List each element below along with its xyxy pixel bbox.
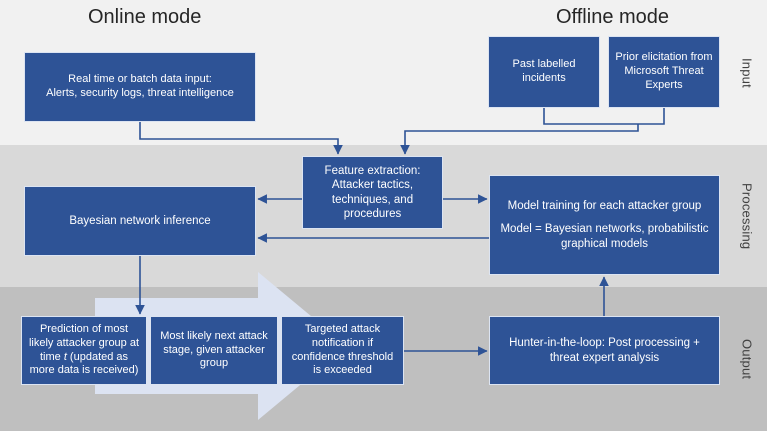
- prediction-text-post: (updated as more data is received): [29, 350, 139, 377]
- box-model-training-detail: Model = Bayesian networks, probabilistic…: [500, 223, 709, 250]
- box-prediction-attacker-group[interactable]: Prediction of most likely attacker group…: [21, 316, 147, 385]
- box-hunter-in-the-loop-label: Hunter-in-the-loop: Post processing + th…: [509, 337, 700, 364]
- prediction-time-variable: t: [63, 350, 67, 363]
- heading-offline-mode: Offline mode: [556, 6, 670, 28]
- box-next-attack-stage[interactable]: Most likely next attack stage, given att…: [150, 316, 278, 385]
- box-prior-elicitation[interactable]: Prior elicitation from Microsoft Threat …: [608, 36, 720, 108]
- box-bayesian-inference-label: Bayesian network inference: [69, 214, 211, 227]
- heading-online-mode: Online mode: [88, 6, 202, 28]
- box-prior-elicitation-label: Prior elicitation from Microsoft Threat …: [615, 51, 713, 91]
- box-past-labelled-incidents-label: Past labelled incidents: [512, 58, 576, 84]
- box-past-labelled-incidents[interactable]: Past labelled incidents: [488, 36, 600, 108]
- stage-label-processing: Processing: [739, 182, 755, 250]
- stage-label-input: Input: [739, 57, 755, 88]
- box-realtime-input[interactable]: Real time or batch data input: Alerts, s…: [24, 52, 256, 122]
- box-model-training-title: Model training for each attacker group: [507, 199, 702, 212]
- box-targeted-notification-label: Targeted attack notification if confiden…: [291, 323, 394, 377]
- prediction-text-pre: Prediction of most likely attacker group…: [28, 323, 140, 363]
- stage-label-output: Output: [739, 338, 755, 380]
- box-realtime-input-label: Real time or batch data input: Alerts, s…: [46, 73, 234, 99]
- box-targeted-notification[interactable]: Targeted attack notification if confiden…: [281, 316, 404, 385]
- box-next-attack-stage-label: Most likely next attack stage, given att…: [160, 329, 268, 370]
- box-prediction-attacker-group-label: Prediction of most likely attacker group…: [27, 323, 141, 378]
- box-bayesian-inference[interactable]: Bayesian network inference: [24, 186, 256, 256]
- box-model-training[interactable]: Model training for each attacker group M…: [489, 175, 720, 275]
- box-feature-extraction[interactable]: Feature extraction: Attacker tactics, te…: [302, 156, 443, 229]
- box-hunter-in-the-loop[interactable]: Hunter-in-the-loop: Post processing + th…: [489, 316, 720, 385]
- box-feature-extraction-label: Feature extraction: Attacker tactics, te…: [324, 164, 421, 220]
